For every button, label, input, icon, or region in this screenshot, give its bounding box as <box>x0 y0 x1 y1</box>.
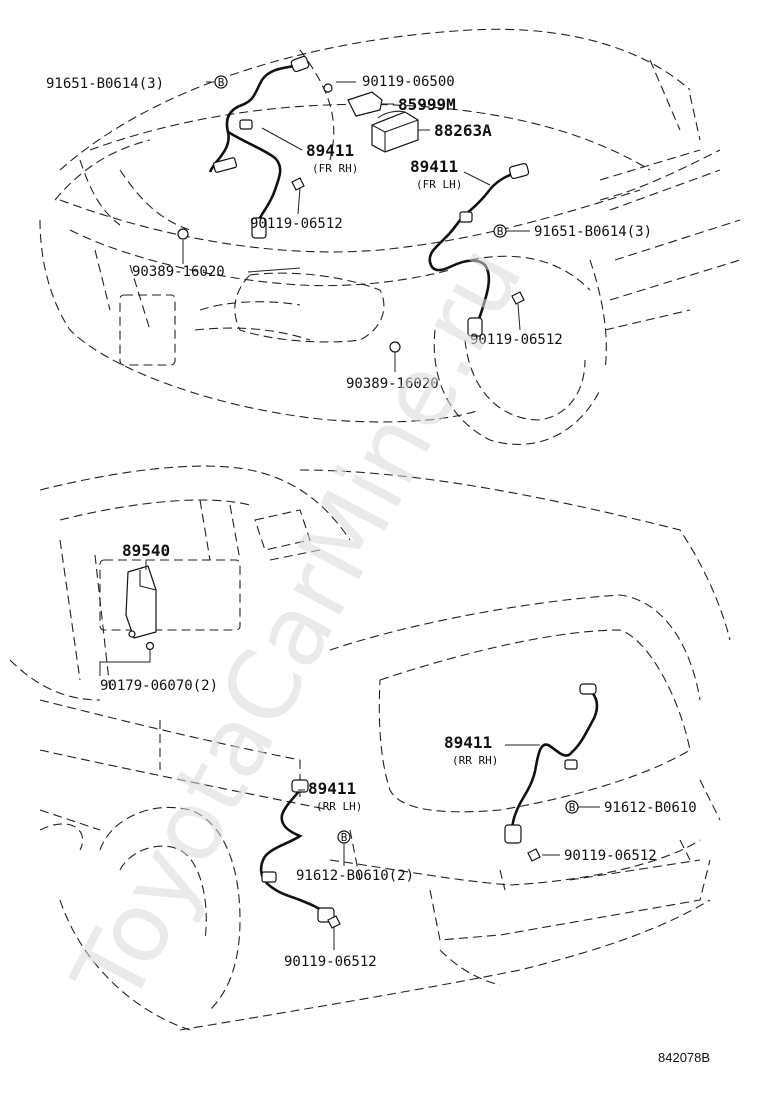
label-front-bolt-top-left: 91651-B0614(3) <box>46 76 164 92</box>
label-actuator: 88263A <box>434 121 492 140</box>
fasteners: B B B B <box>177 75 579 929</box>
label-bolt-rr-lh: 90119-06512 <box>284 954 377 970</box>
label-front-bolt-right: 91651-B0614(3) <box>534 224 652 240</box>
label-rear-bolt-left: 91612-B0610(2) <box>296 868 414 884</box>
label-bolt-fr-lh: 90119-06512 <box>470 332 563 348</box>
rear-car-outline <box>9 465 731 1031</box>
label-bolt-rr-rh: 90119-06512 <box>564 848 657 864</box>
skid-control-ecu <box>125 565 157 651</box>
part-labels: 91651-B0614(3) 90119-06500 85999M 88263A… <box>46 74 697 970</box>
leader-lines <box>99 81 600 950</box>
label-sensor-fr-rh: 89411 <box>306 141 354 160</box>
label-ecu: 89540 <box>122 541 170 560</box>
label-clip-top: 90119-06500 <box>362 74 455 90</box>
watermark: ToyotaCarMine.ru <box>51 228 544 1022</box>
svg-text:B: B <box>569 801 576 814</box>
front-car-outline <box>39 28 741 445</box>
label-sensor-fr-lh-sub: (FR LH) <box>416 178 462 191</box>
label-rear-bolt-right: 91612-B0610 <box>604 800 697 816</box>
diagram-code: 842078B <box>658 1050 710 1065</box>
label-ecu-screw: 90179-06070(2) <box>100 678 218 694</box>
label-sensor-fr-lh: 89411 <box>410 157 458 176</box>
clip-left-shape <box>177 228 189 240</box>
sensor-fr-lh <box>428 162 530 337</box>
label-sensor-fr-rh-sub: (FR RH) <box>312 162 358 175</box>
bolt-rr-lh-shape <box>327 915 341 929</box>
label-bolt-fr-rh: 90119-06512 <box>250 216 343 232</box>
bolt-rr-rh-shape <box>527 848 541 862</box>
bolt-fr-lh-shape <box>511 291 525 305</box>
svg-text:B: B <box>341 831 348 844</box>
sensor-fr-rh <box>208 55 310 239</box>
svg-text:B: B <box>218 76 225 89</box>
label-sensor-rr-lh: 89411 <box>308 779 356 798</box>
bolt-fr-rh-shape <box>291 177 305 191</box>
label-sensor-rr-lh-sub: (RR LH) <box>316 800 362 813</box>
label-sensor-rr-rh-sub: (RR RH) <box>452 754 498 767</box>
label-sensor-rr-rh: 89411 <box>444 733 492 752</box>
sensor-rr-rh <box>504 683 599 844</box>
label-clip-bottom: 90389-16020 <box>346 376 439 392</box>
svg-text:B: B <box>497 225 504 238</box>
abs-actuator-assembly <box>323 83 419 153</box>
label-clip-left: 90389-16020 <box>132 264 225 280</box>
label-bracket: 85999M <box>398 95 456 114</box>
